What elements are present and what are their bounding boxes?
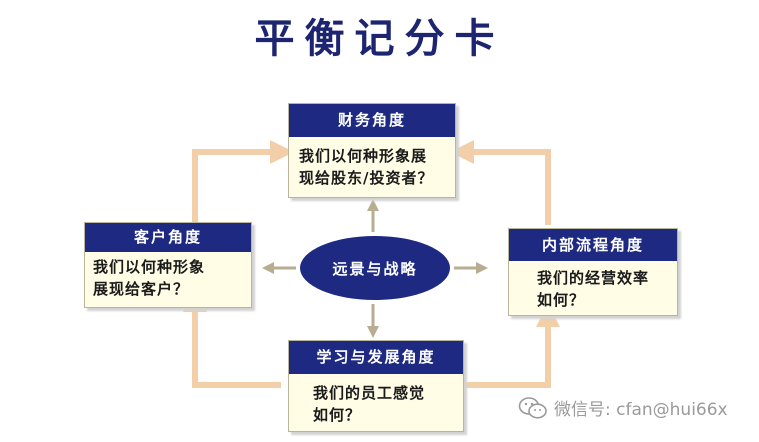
cycle-arrow-internal-to-finance (450, 140, 551, 225)
customer-box-header: 客户角度 (85, 223, 251, 252)
learning-growth-box-header: 学习与发展角度 (289, 341, 463, 374)
learning-growth-box-line-2: 如何？ (313, 406, 362, 424)
internal-process-box-line-1: 我们的经营效率 (537, 269, 650, 287)
watermark-text: 微信号: cfan@hui66x (554, 400, 728, 420)
internal-process-box-body: 我们的经营效率 如何？ (509, 261, 677, 311)
finance-box-line-2: 现给股东/投资者？ (299, 169, 434, 187)
learning-growth-box: 学习与发展角度 我们的员工感觉 如何？ (288, 340, 464, 432)
finance-box-header: 财务角度 (289, 104, 455, 137)
vision-strategy-ellipse: 远景与战略 (300, 236, 450, 300)
cycle-arrow-learning-to-internal (462, 303, 560, 388)
customer-box-line-1: 我们以何种形象 (93, 258, 206, 276)
cycle-arrow-customer-to-finance (192, 140, 294, 222)
customer-box-body: 我们以何种形象 展现给客户？ (85, 252, 251, 300)
watermark: 微信号: cfan@hui66x (518, 395, 728, 420)
finance-box-line-1: 我们以何种形象展 (299, 147, 428, 165)
wechat-logo-icon (518, 396, 547, 419)
learning-growth-box-line-1: 我们的员工感觉 (313, 384, 426, 402)
cycle-arrow-learning-to-customer (183, 288, 281, 388)
learning-growth-box-body: 我们的员工感觉 如何？ (289, 374, 463, 426)
finance-box: 财务角度 我们以何种形象展 现给股东/投资者？ (288, 103, 456, 198)
internal-process-box: 内部流程角度 我们的经营效率 如何？ (508, 228, 678, 316)
page-title: 平衡记分卡 (254, 16, 505, 62)
customer-box: 客户角度 我们以何种形象 展现给客户？ (84, 222, 252, 308)
internal-process-box-line-2: 如何？ (537, 291, 586, 309)
internal-process-box-header: 内部流程角度 (509, 229, 677, 261)
finance-box-body: 我们以何种形象展 现给股东/投资者？ (289, 137, 455, 189)
customer-box-line-2: 展现给客户？ (93, 280, 190, 298)
